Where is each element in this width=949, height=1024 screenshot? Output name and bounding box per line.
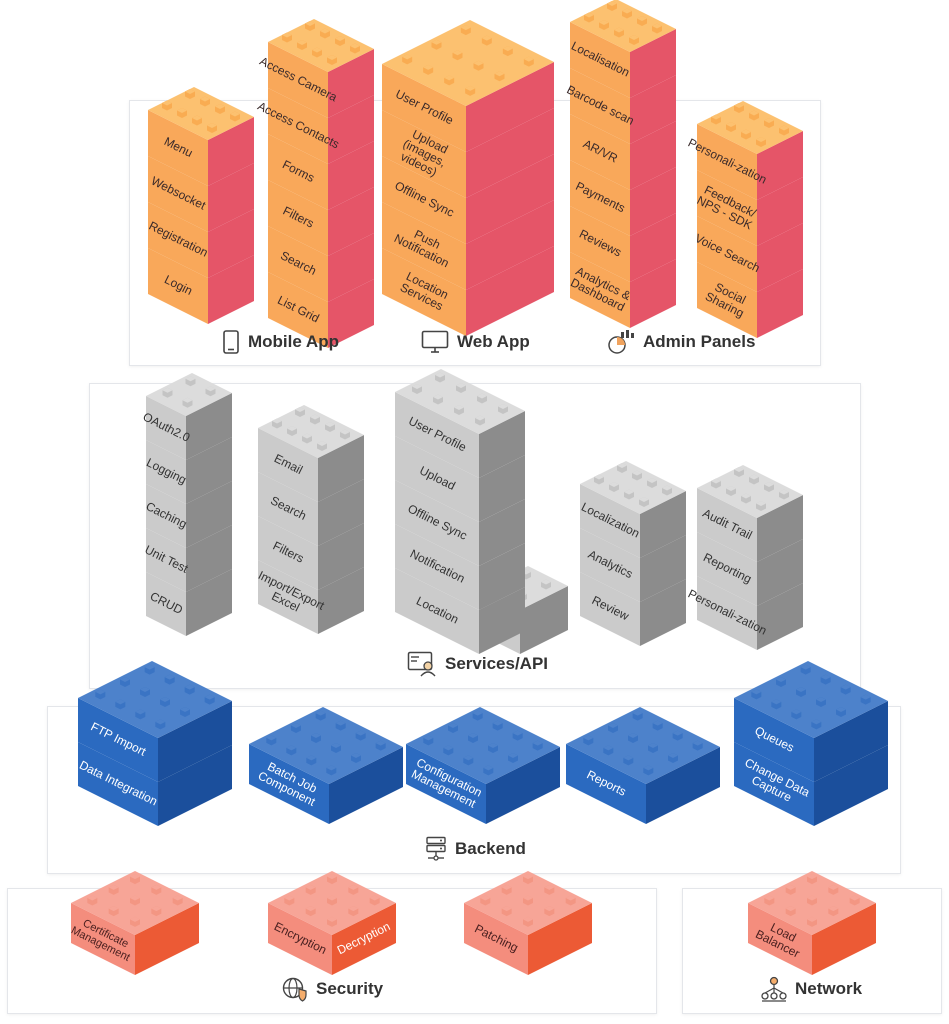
svc-audit-audit-trail-brick: Audit Trail <box>697 465 803 562</box>
shield-globe-icon <box>282 977 307 1002</box>
svc-loc-analytics-brick: Analytics <box>580 528 686 602</box>
section-admin-panels: Admin Panels <box>607 329 755 355</box>
web-app-label: Web App <box>457 332 530 351</box>
svc-core-unit-test-brick: Unit Test <box>142 525 232 592</box>
network-icon <box>761 976 787 1002</box>
svc-util-email-brick: Email <box>258 405 364 502</box>
svc-loc-localization-brick: Localization <box>579 461 686 558</box>
svc-main-location-brick: Location <box>395 568 525 654</box>
backend-batch-job-component-brick: Batch JobComponent <box>249 707 403 824</box>
admin-localisation-brick: Localisation <box>569 0 676 98</box>
svc-main-upload-brick: Upload <box>395 436 525 522</box>
backend-configuration-management-brick: ConfigurationManagement <box>406 707 560 824</box>
monitor-icon <box>421 330 449 353</box>
mobile-app-label: Mobile App <box>248 332 339 351</box>
security-patching-brick: Patching <box>464 871 592 975</box>
section-mobile-app: Mobile App <box>222 330 339 354</box>
svc-loc-review-brick: Review <box>580 572 686 646</box>
svc-util-filters-brick: Filters <box>258 516 364 590</box>
backend-label: Backend <box>455 839 526 858</box>
mobile-icon <box>223 330 239 354</box>
svc-core-caching-brick: Caching <box>144 481 232 548</box>
server-icon <box>426 836 446 861</box>
backend-reports-brick: Reports <box>566 707 720 824</box>
section-backend: Backend <box>425 836 526 862</box>
svc-util-search-brick: Search <box>258 472 364 546</box>
section-security: Security <box>282 976 383 1002</box>
services-api-label: Services/API <box>445 654 549 673</box>
section-services-api: Services/API <box>407 651 548 677</box>
api-icon <box>407 651 436 677</box>
mobile-menu-brick: Menu <box>148 87 254 186</box>
security-certificate-management-brick: CertificateManagement <box>69 871 199 975</box>
backend-data-integration-brick: Data Integration <box>77 742 232 826</box>
svc-audit-reporting-brick: Reporting <box>697 532 803 606</box>
network-label: Network <box>795 979 863 998</box>
section-web-app: Web App <box>421 330 530 354</box>
web-user-profile-brick: User Profile <box>382 20 554 152</box>
backend-queues-brick: Queues <box>734 661 888 782</box>
svc-main-user-profile-brick: User Profile <box>395 369 525 478</box>
svc-core-crud-brick: CRUD <box>146 569 232 636</box>
network-load-balancer-brick: LoadBalancer <box>748 871 876 975</box>
section-network: Network <box>761 976 862 1002</box>
backend-change-data-capture-brick: Change DataCapture <box>734 742 888 826</box>
svc-core-oauth2-0-brick: OAuth2.0 <box>141 373 232 460</box>
web-push-notification-brick: PushNotification <box>382 200 554 290</box>
svc-core-logging-brick: Logging <box>144 437 232 504</box>
admin-panels-label: Admin Panels <box>643 332 756 351</box>
security-label: Security <box>316 979 384 998</box>
dashboard-icon <box>608 330 634 354</box>
